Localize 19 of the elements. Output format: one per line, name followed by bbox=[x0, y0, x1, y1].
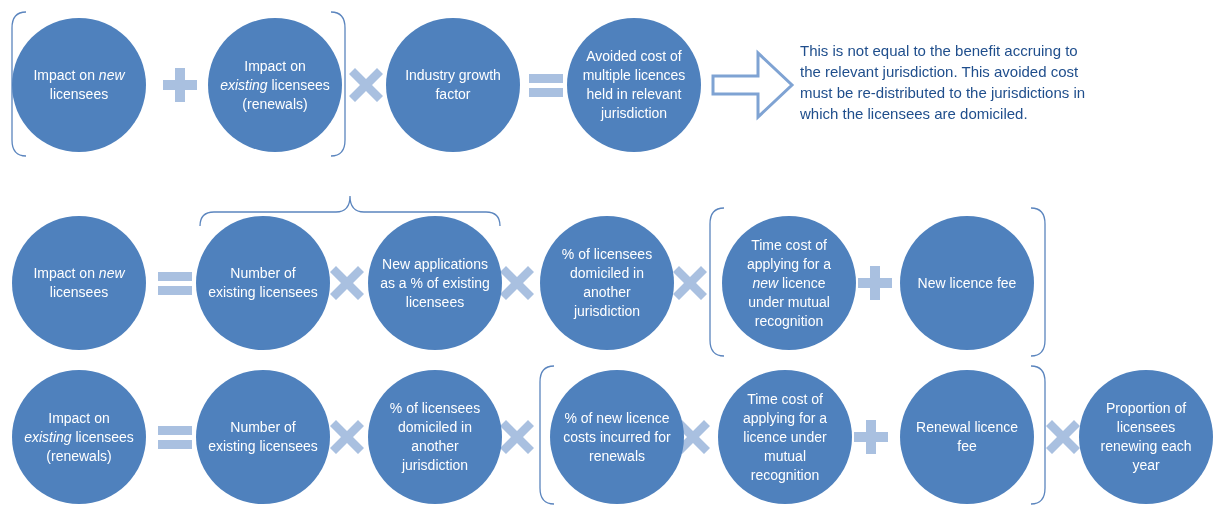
node-text: Impact on new licensees bbox=[32, 264, 126, 302]
node-text: Impact on existing licensees (renewals) bbox=[24, 408, 134, 466]
node-text: Renewal licence fee bbox=[915, 418, 1019, 456]
node-text: Impact on existing licensees (renewals) bbox=[220, 56, 330, 114]
node-text: Impact on new licensees bbox=[32, 66, 126, 104]
node-text: % of licensees domiciled in another jurisdiction bbox=[560, 245, 654, 321]
node-text: Number of existing licensees bbox=[208, 264, 318, 302]
node-text: Proportion of licensees renewing each year bbox=[1099, 399, 1193, 475]
node-text: % of new licence costs incurred for renewals bbox=[562, 408, 672, 466]
note-text: This is not equal to the benefit accruing to the relevant jurisdiction. This avoided cost must be re-distributed to the jurisdictions in which the licensees are domiciled. bbox=[800, 41, 1087, 124]
node-text: New applications as a % of existing licensees bbox=[380, 254, 490, 312]
node-text: Time cost of applying for a new licence under mutual recognition bbox=[745, 235, 833, 331]
node-text: New licence fee bbox=[917, 273, 1017, 293]
block-arrow bbox=[711, 49, 795, 121]
node-text: Number of existing licensees bbox=[208, 418, 318, 456]
node-text: Time cost of applying for a licence under mutual recognition bbox=[741, 389, 829, 485]
node-text: Avoided cost of multiple licences held in relevant jurisdiction bbox=[581, 47, 687, 123]
node-text: % of licensees domiciled in another jurisdiction bbox=[388, 399, 482, 475]
node-text: Industry growth factor bbox=[404, 66, 502, 104]
